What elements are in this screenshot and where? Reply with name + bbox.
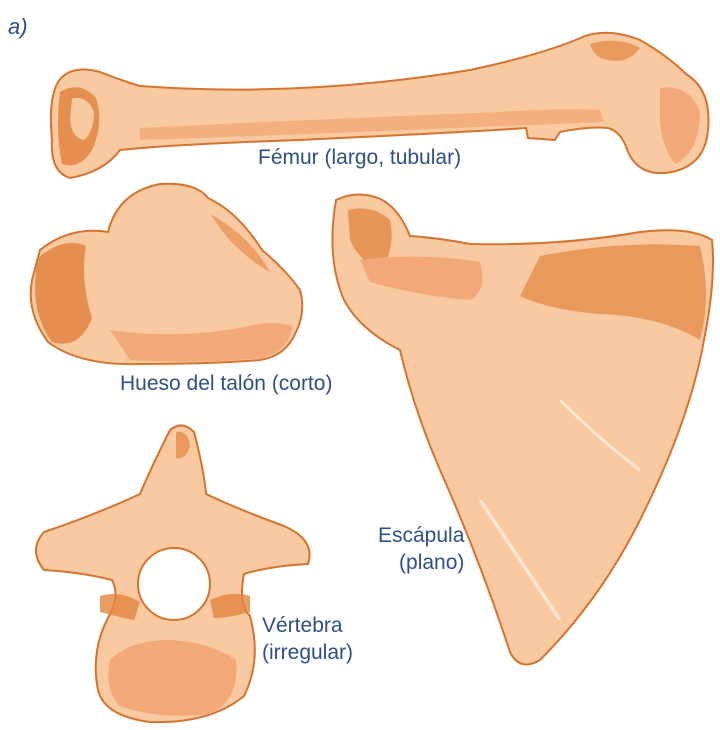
- scapula-label-line2: (plano): [378, 549, 464, 576]
- femur-label: Fémur (largo, tubular): [258, 144, 461, 171]
- scapula-illustration: [332, 194, 713, 664]
- vertebra-illustration: [36, 425, 310, 722]
- vertebra-label: Vértebra (irregular): [262, 612, 353, 666]
- scapula-label-line1: Escápula: [378, 522, 464, 549]
- vertebra-label-line2: (irregular): [262, 639, 353, 666]
- heel-bone-illustration: [31, 184, 303, 364]
- heel-bone-label: Hueso del talón (corto): [120, 370, 332, 397]
- vertebra-label-line1: Vértebra: [262, 612, 353, 639]
- scapula-label: Escápula (plano): [378, 522, 464, 576]
